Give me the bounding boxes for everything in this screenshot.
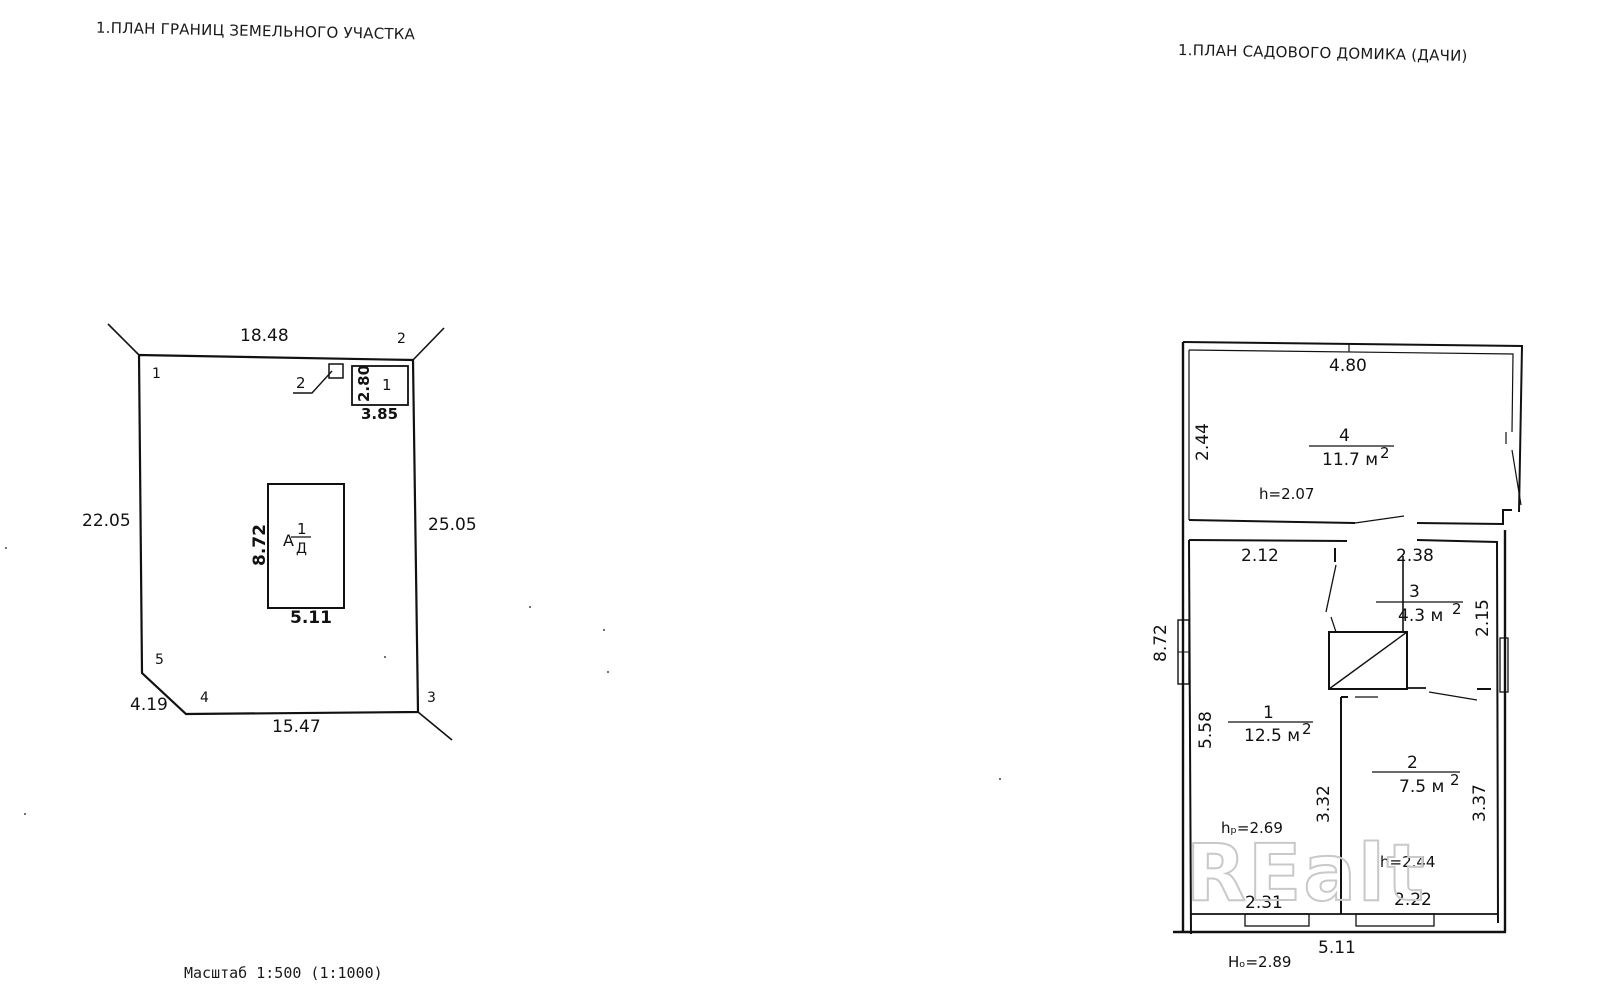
plot-side-bottom: 15.47 — [272, 717, 321, 737]
plot-side-corner: 4.19 — [130, 695, 168, 715]
room-1-area-sup: 2 — [1302, 720, 1312, 738]
land-plot-labels: 18.48 22.05 25.05 15.47 4.19 1 2 3 4 5 1… — [82, 326, 477, 737]
house-dim-left: 8.72 — [1151, 624, 1171, 662]
room-2-area: 7.5 м — [1399, 777, 1444, 797]
room-2-dim: 3.37 — [1470, 784, 1490, 822]
house-label-main: А — [283, 531, 294, 550]
stair-diagonal — [1328, 631, 1408, 690]
room-3-area-sup: 2 — [1452, 600, 1462, 618]
room-4-glazing — [1188, 349, 1514, 433]
room-2-door-swing — [1428, 691, 1478, 701]
house-total-height: Hₒ=2.89 — [1228, 953, 1291, 971]
room-1-dim-bottom: 2.31 — [1245, 893, 1283, 913]
room-4-dim: 2.44 — [1193, 423, 1213, 461]
room-4-partition-right — [1416, 509, 1512, 526]
room-1-door-swing — [1325, 564, 1337, 613]
room-3-right-wall — [1416, 539, 1499, 924]
scale-label: Масштаб 1:500 (1:1000) — [184, 964, 383, 982]
room-1-bottom-window — [1244, 913, 1310, 927]
point-2: 2 — [397, 331, 406, 347]
small-structure-outline — [328, 363, 344, 379]
room-1-height: hₚ=2.69 — [1221, 819, 1283, 837]
plot-side-right: 25.05 — [428, 515, 477, 535]
house-label-num: 1 — [297, 520, 307, 538]
room-2-bottom-window — [1355, 913, 1435, 927]
house-outline — [267, 483, 345, 609]
point-3: 3 — [427, 690, 436, 706]
room-4-number: 4 — [1339, 426, 1350, 446]
plot-boundary — [137, 353, 420, 716]
room-1-area: 12.5 м — [1244, 726, 1300, 746]
room-2-number: 2 — [1407, 753, 1418, 773]
room-1-dim-partition: 3.32 — [1314, 785, 1334, 823]
room-3-dim-top: 2.38 — [1396, 546, 1434, 566]
corner-tick-2 — [412, 327, 445, 361]
house-left-inner-wall — [1188, 539, 1192, 935]
point-5: 5 — [155, 652, 164, 668]
room-4-partition-left — [1188, 519, 1356, 524]
point-1: 1 — [152, 366, 161, 382]
room-4-area: 11.7 м — [1322, 450, 1378, 470]
room-3-right-window — [1499, 637, 1509, 693]
small-building-outline — [351, 365, 409, 406]
room-1-top-wall — [1188, 539, 1348, 542]
room-3-dim: 2.15 — [1473, 599, 1493, 637]
plot-side-left: 22.05 — [82, 511, 131, 531]
room-3-area: 4.3 м — [1398, 606, 1443, 626]
house-label-sub: Д — [296, 541, 307, 557]
small-structure-number: 2 — [296, 374, 306, 392]
room-4-outer-wall — [1182, 341, 1524, 513]
house-dim-bottom: 5.11 — [1318, 938, 1356, 958]
house-length: 8.72 — [250, 524, 270, 566]
stair-tick — [1330, 616, 1337, 633]
house-plan-labels: 4.80 8.72 5.11 Hₒ=2.89 4 11.7 м 2 h=2.07… — [1151, 356, 1493, 971]
room-4-entry-door — [1354, 515, 1405, 524]
small-building-number: 1 — [382, 376, 392, 394]
room-4-height: h=2.07 — [1259, 485, 1314, 503]
room-3-number: 3 — [1409, 582, 1420, 602]
corner-tick-3 — [417, 711, 453, 741]
room-2-area-sup: 2 — [1450, 771, 1460, 789]
house-width: 5.11 — [290, 608, 332, 628]
room-4-area-sup: 2 — [1380, 444, 1390, 462]
room-4-door-swing — [1511, 449, 1522, 506]
point-4: 4 — [200, 690, 209, 706]
land-plot-plan — [107, 323, 453, 741]
room-1-dim-top: 2.12 — [1241, 546, 1279, 566]
house-dim-top: 4.80 — [1329, 356, 1367, 376]
room-2-height: h=2.44 — [1380, 853, 1435, 871]
plot-side-top: 18.48 — [240, 326, 289, 346]
small-building-width: 3.85 — [361, 405, 398, 423]
corner-tick-1 — [107, 323, 140, 356]
watermark: REalt — [1186, 829, 1426, 919]
room-2-dim-bottom: 2.22 — [1394, 890, 1432, 910]
stair-outline — [1328, 631, 1408, 690]
room-1-dim-left: 5.58 — [1196, 711, 1216, 749]
small-building-depth: 2.80 — [355, 365, 373, 402]
house-floor-plan — [1173, 341, 1524, 935]
small-structure-leader — [293, 370, 333, 394]
room-1-number: 1 — [1263, 703, 1274, 723]
scan-specks — [5, 547, 1001, 815]
